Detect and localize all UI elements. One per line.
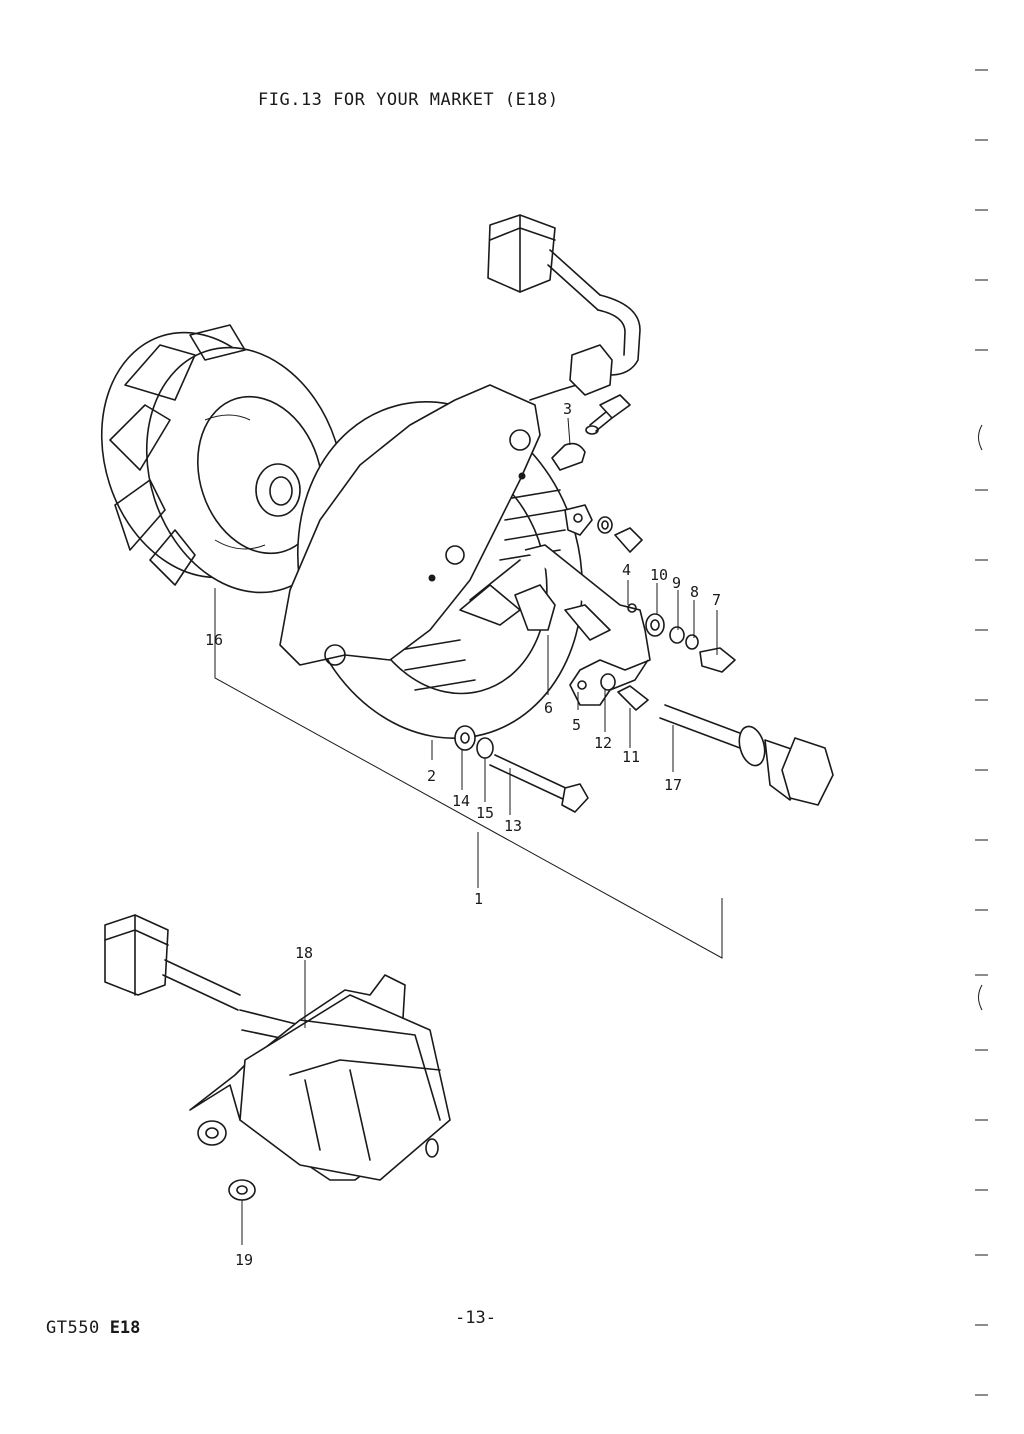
- footer-model: GT550 E18: [46, 1318, 140, 1338]
- small-hardware-parts: [597, 516, 736, 711]
- callout-12: 12: [594, 734, 612, 752]
- page-number: -13-: [455, 1308, 496, 1328]
- stator-screw-part: [454, 725, 589, 813]
- callout-5: 5: [572, 716, 581, 734]
- callout-1: 1: [474, 890, 483, 908]
- market-code: E18: [109, 1318, 141, 1338]
- callout-10: 10: [650, 566, 668, 584]
- model-name: GT550: [46, 1318, 100, 1338]
- callout-17: 17: [664, 776, 682, 794]
- callout-11: 11: [622, 748, 640, 766]
- callout-6: 6: [544, 699, 553, 717]
- regulator-part: [104, 914, 451, 1181]
- callout-18: 18: [295, 944, 313, 962]
- washer-19-part: [228, 1179, 256, 1201]
- leader-lines: [214, 417, 723, 1245]
- brush-holder-part: [459, 504, 651, 706]
- callout-7: 7: [712, 591, 721, 609]
- stator-harness-part: [487, 214, 641, 401]
- callout-15: 15: [476, 804, 494, 822]
- margin-ticks: [975, 69, 988, 1396]
- callout-13: 13: [504, 817, 522, 835]
- callout-2: 2: [427, 767, 436, 785]
- figure-title: FIG.13 FOR YOUR MARKET (E18): [258, 90, 559, 110]
- rotor-bolt-part: [659, 704, 834, 806]
- rotor-part: [100, 324, 345, 594]
- callout-4: 4: [622, 561, 631, 579]
- callout-19: 19: [235, 1251, 253, 1269]
- callout-9: 9: [672, 574, 681, 592]
- stator-cover-part: [279, 384, 541, 666]
- callout-3: 3: [563, 400, 572, 418]
- callout-labels: 1 2 3 4 5 6 7 8 9 10 11 12 13 14 15 16 1…: [205, 400, 721, 1269]
- callout-8: 8: [690, 583, 699, 601]
- callout-14: 14: [452, 792, 470, 810]
- callout-16: 16: [205, 631, 223, 649]
- screw-3-part: [551, 394, 631, 471]
